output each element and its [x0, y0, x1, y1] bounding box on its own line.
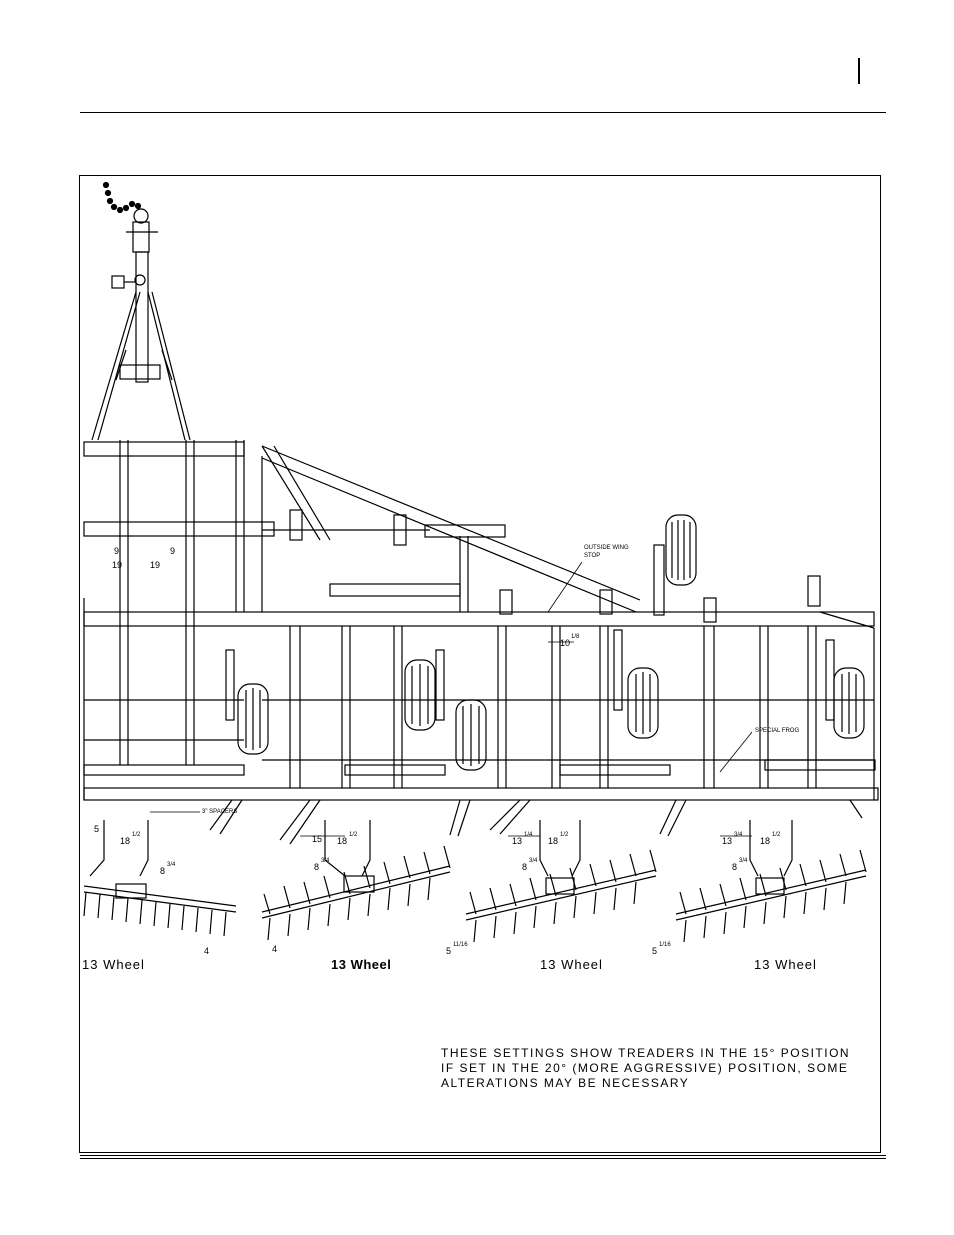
dim-8-a-frac: 3/4: [167, 862, 176, 868]
dim-18-a-frac: 1/2: [132, 832, 141, 838]
treader-gang-4: [675, 820, 867, 943]
dim-18-a: 18: [120, 836, 131, 846]
dim-10-frac: 1/8: [571, 634, 580, 640]
dim-4-b: 4: [272, 944, 278, 954]
dim-5-b-frac: 1/16: [659, 942, 671, 948]
dim-19-b: 19: [150, 560, 161, 570]
dim-8-a: 8: [160, 866, 166, 876]
dim-9-b: 9: [170, 546, 176, 556]
lift-cylinders: [225, 509, 835, 721]
dim-8-c: 8: [522, 862, 528, 872]
wheel-label-1: 13 Wheel: [82, 957, 145, 972]
note-line-1: THESE SETTINGS SHOW TREADERS IN THE 15° …: [441, 1046, 851, 1060]
dim-18-b-frac: 1/2: [349, 832, 358, 838]
leader-lines: [150, 561, 753, 837]
treader-gang-2: [261, 820, 451, 941]
dim-5-a: 5: [446, 946, 452, 956]
dim-8-b: 8: [314, 862, 320, 872]
wheel-label-4: 13 Wheel: [754, 957, 817, 972]
outside-wing-stop-label: OUTSIDE WING: [584, 545, 629, 551]
dim-8-d: 8: [732, 862, 738, 872]
hitch-tongue: [91, 208, 191, 441]
treader-gang-3: [465, 820, 657, 943]
shank-posts: [262, 611, 876, 800]
treader-gang-1: [83, 820, 237, 937]
dim-18-c-frac: 1/2: [560, 832, 569, 838]
dim-5-b: 5: [652, 946, 658, 956]
hitch-chain: [102, 181, 142, 214]
note-line-2: IF SET IN THE 20° (MORE AGGRESSIVE) POSI…: [441, 1061, 849, 1075]
outside-wing-stop-label-2: STOP: [584, 553, 601, 559]
frame-rails: [83, 440, 879, 801]
dim-8-b-frac: 3/4: [321, 858, 330, 864]
dim-15: 15: [312, 834, 323, 844]
gauge-wheels: [237, 659, 865, 771]
dim-13-a-frac: 1/4: [524, 832, 533, 838]
caster-wheel: [653, 514, 697, 616]
wing-brace: [261, 445, 641, 613]
wheel-label-2: 13 Wheel: [331, 957, 392, 972]
header-tick: [858, 58, 860, 84]
wheel-label-3: 13 Wheel: [540, 957, 603, 972]
dim-18-d-frac: 1/2: [772, 832, 781, 838]
dim-8-c-frac: 3/4: [529, 858, 538, 864]
dim-8-d-frac: 3/4: [739, 858, 748, 864]
figure-frame: [79, 175, 881, 1153]
settings-note: THESE SETTINGS SHOW TREADERS IN THE 15° …: [441, 1046, 850, 1091]
dim-18-c: 18: [548, 836, 559, 846]
dim-4-a: 4: [204, 946, 210, 956]
dim-5-a-frac: 11/16: [453, 942, 468, 948]
dim-18-d: 18: [760, 836, 771, 846]
spacers-label: 3" SPACERS: [202, 809, 238, 815]
dim-10: 10: [560, 638, 571, 648]
special-frog-label: SPECIAL FROG: [755, 728, 800, 734]
dim-13-b: 13: [722, 836, 733, 846]
dim-13-b-frac: 3/4: [734, 832, 743, 838]
footer-rule: [80, 1155, 886, 1156]
note-line-3: ALTERATIONS MAY BE NECESSARY: [441, 1076, 690, 1090]
footer-rule-2: [80, 1158, 886, 1159]
dim-5: 5: [94, 824, 100, 834]
dim-13-a: 13: [512, 836, 523, 846]
dim-9-a: 9: [114, 546, 120, 556]
dim-19-a: 19: [112, 560, 123, 570]
shanks: [209, 799, 863, 845]
dim-18-b: 18: [337, 836, 348, 846]
header-rule: [80, 112, 886, 113]
